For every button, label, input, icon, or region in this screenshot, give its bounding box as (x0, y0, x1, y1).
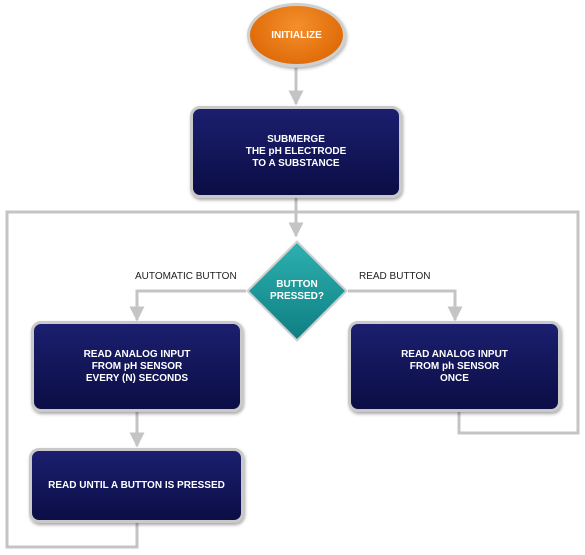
submerge-line-2: THE pH ELECTRODE (245, 146, 347, 157)
initialize-label: INITIALIZE (271, 29, 322, 41)
connector-once-loop (296, 210, 580, 435)
decision-line-2: PRESSED? (270, 291, 324, 302)
connector-until-loop (5, 210, 296, 549)
read-once-line-1: READ ANALOG INPUT (401, 348, 508, 360)
read-once-node: READ ANALOG INPUT FROM ph SENSOR ONCE (348, 321, 561, 412)
read-auto-line-3: EVERY (N) SECONDS (85, 372, 189, 384)
automatic-button-label: AUTOMATIC BUTTON (134, 271, 238, 283)
read-until-node: READ UNTIL A BUTTON IS PRESSED (29, 448, 244, 523)
connector-decision-to-auto (129, 289, 246, 322)
read-once-line-2: FROM ph SENSOR (409, 360, 500, 372)
read-button-label: READ BUTTON (358, 271, 432, 283)
decision-line-1: BUTTON (276, 279, 318, 290)
submerge-node: SUBMERGE THE pH ELECTRODE TO A SUBSTANCE (190, 106, 402, 198)
submerge-line-1: SUBMERGE (267, 134, 325, 145)
initialize-node: INITIALIZE (247, 3, 346, 67)
button-pressed-decision: BUTTON PRESSED? (244, 238, 350, 344)
read-until-label: READ UNTIL A BUTTON IS PRESSED (48, 479, 225, 491)
read-auto-line-1: READ ANALOG INPUT (83, 348, 191, 360)
connector-decision-to-once (348, 289, 463, 322)
read-automatic-node: READ ANALOG INPUT FROM pH SENSOR EVERY (… (31, 321, 243, 412)
submerge-line-3: TO A SUBSTANCE (252, 158, 340, 169)
read-once-line-3: ONCE (440, 372, 469, 384)
read-auto-line-2: FROM pH SENSOR (91, 360, 183, 372)
